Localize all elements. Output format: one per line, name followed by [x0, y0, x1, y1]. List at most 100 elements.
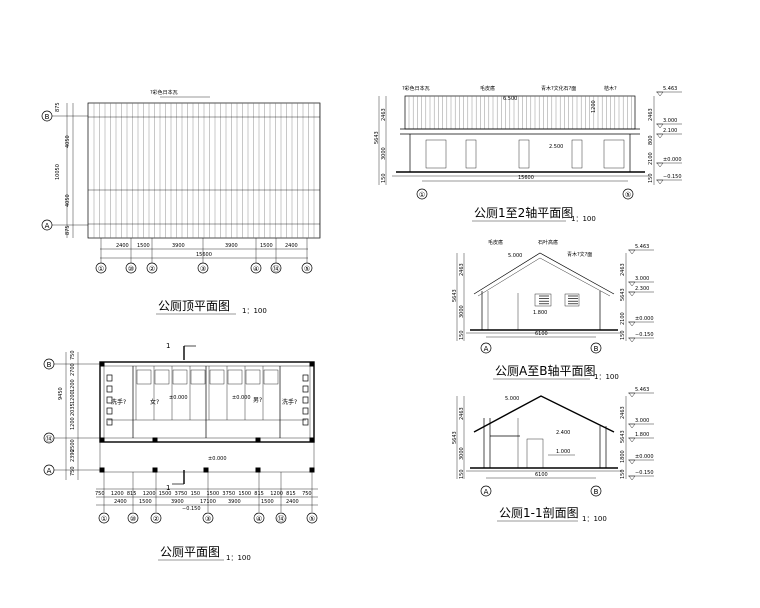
- floor-dim-bottom: 2400: [114, 499, 127, 505]
- axis-bubble: [125, 262, 137, 274]
- floor-dim-bottom: 1200: [111, 491, 124, 497]
- roof-tile-label: ?彩色日本瓦: [150, 89, 178, 96]
- front-dim-left: 5643: [374, 131, 380, 144]
- side-elevation-view: 毛皮瘩 石叶高瘩 青木?文?面 5.000 1.800 2463 5643 30…: [452, 239, 654, 381]
- axis-bubble: [275, 512, 287, 524]
- side-label: 毛皮瘩: [488, 239, 503, 246]
- elevation-marker: [628, 459, 636, 465]
- elevation-marker: [628, 475, 636, 481]
- floor-dim-bottom: 3750: [222, 491, 235, 497]
- section-dim-left: 2463: [459, 407, 465, 420]
- roof-dim-left: 10050: [55, 164, 61, 180]
- axis-label: ⑤: [309, 515, 315, 523]
- floor-dim-bottom: 815: [127, 491, 137, 497]
- elevation-value: ±0.000: [663, 157, 682, 163]
- axis-bubble: [98, 512, 110, 524]
- elevation-value: ±0.000: [635, 316, 654, 322]
- front-dim-left: 3000: [381, 147, 387, 160]
- toilet-stall: [227, 369, 243, 385]
- front-elev-title: 公厕1至2轴平面图: [474, 205, 573, 220]
- floor-dim-bottom: 1500: [159, 491, 172, 497]
- roof-dim-bottom: 1500: [137, 243, 150, 249]
- roof-tile-ribs: [93, 103, 320, 238]
- elevation-marker: [628, 423, 636, 429]
- roof-dim-left: 4050: [65, 194, 71, 207]
- sink: [106, 396, 113, 404]
- section-dim-right: 2463: [620, 406, 626, 419]
- floor-dim-bottom: 3750: [175, 491, 188, 497]
- side-elev-scale: 1：100: [594, 373, 619, 381]
- axis-label: B: [47, 361, 52, 369]
- roof-dim-left: 875: [65, 225, 71, 235]
- axis-bubble: [197, 262, 209, 274]
- floor-elev: ±0.000: [169, 395, 188, 401]
- sink: [106, 374, 113, 382]
- axis-label: B: [594, 345, 599, 353]
- section-title: 公厕1-1剖面图: [499, 506, 579, 520]
- column: [152, 467, 158, 473]
- floor-dim-left: 2700: [70, 363, 76, 376]
- floor-dim-bottom: 1500: [261, 499, 274, 505]
- floor-dim-left: 750: [70, 466, 76, 476]
- toilet-stall: [209, 369, 225, 385]
- front-dim-right: 2100: [648, 152, 654, 165]
- toilet-stall: [245, 369, 261, 385]
- side-louver-left: [539, 295, 549, 305]
- section-dim-left: 150: [459, 469, 465, 479]
- axis-label: A: [47, 467, 52, 475]
- axis-label: ②: [149, 265, 155, 273]
- column: [255, 467, 261, 473]
- front-inner-elev: 2.500: [549, 144, 563, 150]
- floor-dim-bottom: 750: [95, 491, 105, 497]
- roof-dim-bottom: 2400: [116, 243, 129, 249]
- axis-bubble: [253, 512, 265, 524]
- front-roof: [404, 95, 636, 130]
- elevation-marker: [628, 321, 636, 327]
- floor-dim-left: 1200: [70, 417, 76, 430]
- axis-label: ①: [98, 265, 104, 273]
- roof-plan-view: ?彩色日本瓦 875 4050 10050 4050 875 B A 2400 …: [41, 89, 321, 315]
- floor-plan-title: 公厕平面图: [160, 545, 220, 559]
- sink: [302, 374, 309, 382]
- floor-dim-left: 9450: [58, 387, 64, 400]
- axis-bubble: [150, 512, 162, 524]
- elevation-value: 5.463: [635, 244, 649, 250]
- axis-label: ①: [101, 515, 107, 523]
- axis-label: ③: [205, 515, 211, 523]
- elevation-value: 1.800: [635, 432, 649, 438]
- axis-label: ⑤: [625, 191, 631, 199]
- floor-dim-left: 2500: [70, 439, 76, 452]
- column: [99, 437, 105, 443]
- toilet-stall: [154, 369, 170, 385]
- section-dim-right: 1800: [620, 450, 626, 463]
- roof-dim-left: 875: [55, 102, 61, 112]
- axis-label: A: [45, 222, 50, 230]
- sink: [302, 418, 309, 426]
- elevation-marker: [628, 337, 636, 343]
- front-elevation-view: ?彩色日本瓦 毛皮瘩 青木?文化石?面 桔木? 6.500 1200 2.500…: [374, 85, 682, 223]
- column: [99, 361, 105, 367]
- section-roof-elev: 5.000: [505, 396, 519, 402]
- roof-dim-bottom: 3900: [225, 243, 238, 249]
- elevation-value: ±0.000: [635, 454, 654, 460]
- axis-bubble: [202, 512, 214, 524]
- sink: [302, 407, 309, 415]
- floor-dim-left: 1200: [70, 391, 76, 404]
- room-label: 洗手?: [282, 398, 297, 406]
- front-dim-right: 2463: [648, 108, 654, 121]
- elevation-marker: [656, 179, 664, 185]
- floor-dim-bottom: 3900: [171, 499, 184, 505]
- elevation-value: −0.150: [663, 174, 682, 180]
- axis-label: ④: [256, 515, 262, 523]
- floor-plan-view: 洗手? 女? 男? 洗手? ±0.000 ±0.000 ±0.000 −0.15…: [43, 342, 318, 562]
- roof-plan-title: 公厕顶平面图: [158, 299, 230, 313]
- section-low-elev: 1.000: [556, 449, 570, 455]
- front-label: 青木?文化石?面: [541, 85, 576, 92]
- sink: [106, 418, 113, 426]
- elevation-value: 3.000: [635, 276, 649, 282]
- section-mark-top: 1: [166, 342, 170, 350]
- section-dim-right: 5643: [620, 430, 626, 443]
- floor-dim-bottom: 150: [191, 491, 201, 497]
